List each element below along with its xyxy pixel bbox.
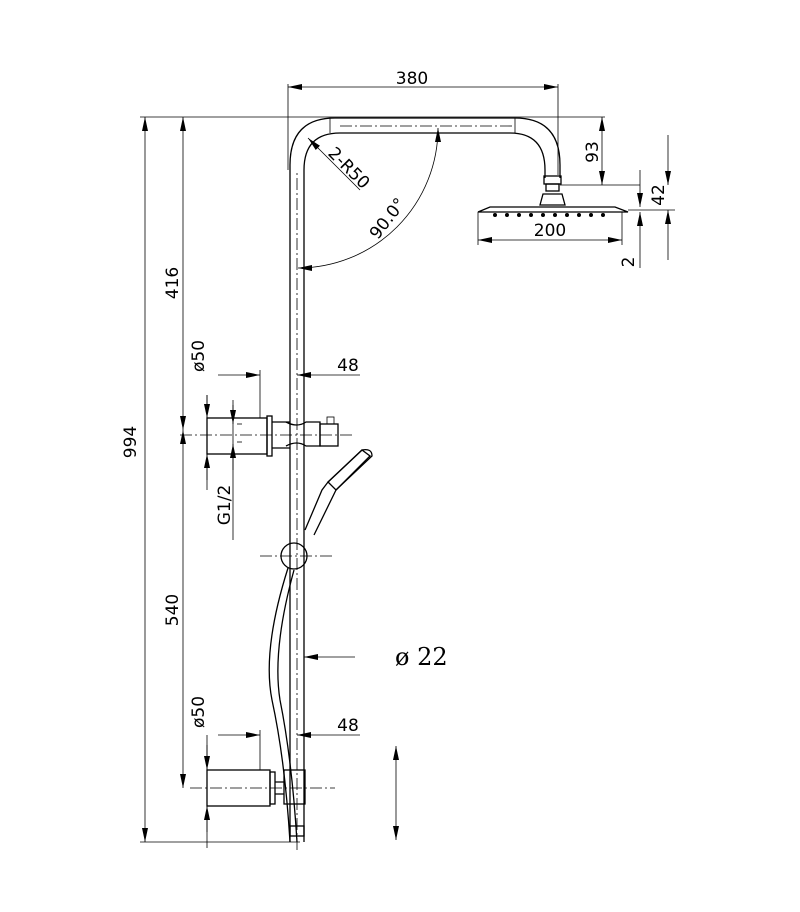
dim-top-to-upper-bracket: 416 <box>163 267 183 299</box>
dim-head-diameter: 200 <box>534 221 566 241</box>
dim-upper-bracket-offset: 48 <box>337 356 359 376</box>
upper-wall-bracket <box>180 370 355 540</box>
dim-thread: G1/2 <box>215 485 235 526</box>
lower-wall-bracket <box>190 730 335 848</box>
dim-bend-angle: 90.0° <box>366 194 410 243</box>
hand-shower <box>260 448 373 843</box>
dim-pipe-diameter: ø 22 <box>395 643 448 671</box>
dim-total-height: 994 <box>121 426 141 458</box>
dim-upper-bracket-diameter: ø50 <box>189 340 209 372</box>
dim-head-height: 42 <box>649 184 669 206</box>
dim-arm-width: 380 <box>396 69 428 89</box>
dim-head-plate: 2 <box>619 257 639 268</box>
dim-lower-bracket-offset: 48 <box>337 716 359 736</box>
dim-bracket-spacing: 540 <box>163 594 183 626</box>
dim-bend-radius: 2-R50 <box>324 144 374 194</box>
dim-lower-bracket-diameter: ø50 <box>189 696 209 728</box>
dim-arm-drop: 93 <box>583 141 603 163</box>
shower-head <box>477 175 629 217</box>
